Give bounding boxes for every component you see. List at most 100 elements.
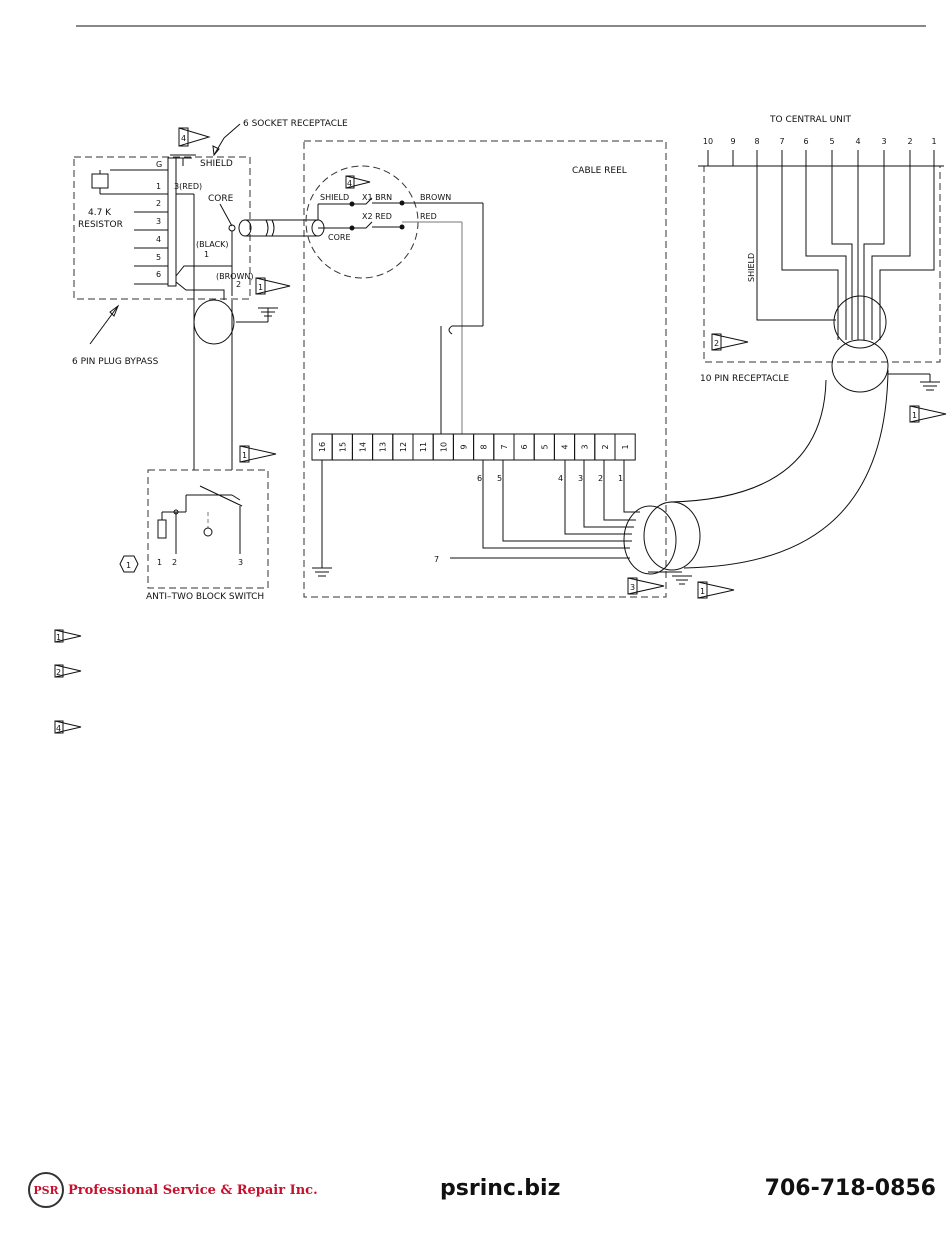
terminal-4: 4	[553, 433, 576, 461]
svg-text:8: 8	[754, 137, 759, 146]
anti-two-block-label: ANTI–TWO BLOCK SWITCH	[146, 592, 264, 602]
svg-text:2: 2	[907, 137, 912, 146]
switch-pin-1: 1	[157, 558, 162, 567]
svg-text:15: 15	[338, 442, 347, 452]
slip-ring	[305, 165, 419, 279]
svg-text:2: 2	[714, 339, 719, 348]
company-name: Professional Service & Repair Inc.	[68, 1182, 318, 1198]
note-flag-4-slipring: 4	[345, 175, 371, 189]
black-label: (BLACK)	[196, 240, 229, 249]
terminal-6: 6	[513, 433, 535, 461]
central-pin-row: 10 9 8 7 6 5 4 3 2 1	[703, 137, 937, 166]
svg-text:3: 3	[881, 137, 886, 146]
note-flag-1-socket: 1	[255, 277, 291, 295]
svg-text:1: 1	[931, 137, 936, 146]
svg-text:1: 1	[700, 587, 705, 596]
socket-receptacle-label: 6 SOCKET RECEPTACLE	[243, 119, 348, 129]
svg-text:1: 1	[912, 411, 917, 420]
central-pin-9: 9	[730, 137, 736, 166]
terminal-16: 16	[311, 433, 333, 461]
terminal-1: 1	[614, 433, 636, 461]
red-3-label: 3(RED)	[174, 182, 202, 191]
terminal-10: 10	[432, 433, 454, 461]
black-num-label: 1	[204, 250, 209, 259]
svg-text:8: 8	[480, 444, 489, 449]
phone-number: 706-718-0856	[764, 1176, 936, 1201]
terminal-7: 7	[493, 433, 515, 461]
interconnect-cable	[669, 379, 827, 503]
reel-wire-label: 3	[578, 474, 583, 483]
legend-flag-1: 1	[54, 629, 82, 643]
svg-text:4: 4	[855, 137, 860, 146]
svg-text:16: 16	[318, 442, 327, 452]
to-central-unit-label: TO CENTRAL UNIT	[769, 115, 852, 125]
svg-text:1: 1	[56, 633, 61, 642]
note-flag-4-socket: 4	[178, 127, 211, 147]
central-pin-3: 3	[881, 137, 887, 166]
svg-text:3: 3	[581, 444, 590, 449]
svg-text:1: 1	[126, 561, 131, 570]
svg-text:1: 1	[258, 283, 263, 292]
slip-core-label: CORE	[328, 233, 351, 242]
pin-4-label: 4	[156, 235, 161, 244]
reel-wire-label: 1	[618, 474, 623, 483]
svg-text:14: 14	[359, 442, 368, 452]
anti-two-block-box	[147, 469, 269, 589]
slip-shield-label: SHIELD	[320, 193, 349, 202]
psr-logo-mark: PSR	[28, 1172, 64, 1208]
svg-text:1: 1	[242, 451, 247, 460]
svg-text:7: 7	[500, 444, 509, 449]
central-pin-6: 6	[803, 137, 809, 166]
reel-exit-ferrite	[623, 505, 677, 575]
brown-label: BROWN	[420, 193, 451, 202]
terminal-12: 12	[392, 433, 414, 461]
central-pin-2: 2	[907, 137, 913, 166]
note-flag-2-receptacle: 2	[711, 333, 749, 351]
plug-bypass-box	[73, 156, 251, 300]
svg-text:4: 4	[347, 179, 352, 188]
svg-text:9: 9	[730, 137, 735, 146]
resistor-symbol	[91, 173, 109, 189]
svg-text:4: 4	[181, 134, 186, 143]
socket-core-label: CORE	[208, 194, 234, 204]
central-pin-4: 4	[855, 137, 861, 166]
central-pin-1: 1	[931, 137, 937, 166]
cable-reel-box	[303, 140, 667, 598]
legend-flag-4: 4	[54, 720, 82, 734]
legend-flag-2: 2	[54, 664, 82, 678]
terminal-15: 15	[331, 433, 353, 461]
note-flag-1-receptacle: 1	[909, 405, 947, 423]
pin-6-label: 6	[156, 270, 161, 279]
svg-text:7: 7	[779, 137, 784, 146]
svg-text:4: 4	[56, 724, 61, 733]
website-link[interactable]: psrinc.biz	[440, 1176, 561, 1201]
red-label: RED	[420, 212, 437, 221]
svg-text:5: 5	[829, 137, 834, 146]
x2-red-label: X2 RED	[362, 212, 392, 221]
central-pin-7: 7	[779, 137, 785, 166]
svg-text:1: 1	[621, 444, 630, 449]
reel-wire-label: 2	[598, 474, 603, 483]
terminal-9: 9	[452, 433, 475, 461]
terminal-2: 2	[594, 433, 616, 461]
switch-pin-3: 3	[238, 558, 243, 567]
cable-reel-label: CABLE REEL	[572, 166, 627, 176]
reel-wire-label: 4	[558, 474, 563, 483]
pin-1-label: 1	[156, 182, 161, 191]
company-logo: PSR Professional Service & Repair Inc.	[28, 1172, 318, 1208]
resistor-value-label: 4.7 K	[88, 208, 112, 218]
pin-column	[167, 157, 177, 287]
brown-paren-label: (BROWN)	[216, 272, 253, 281]
resistor-label: RESISTOR	[78, 220, 123, 230]
note-flag-3-reel: 3	[627, 577, 665, 595]
svg-text:6: 6	[520, 444, 529, 449]
receptacle-ferrite	[833, 295, 887, 349]
x1-brn-label: X1 BRN	[362, 193, 392, 202]
pin-3-label: 3	[156, 217, 161, 226]
plug-bypass-label: 6 PIN PLUG BYPASS	[72, 357, 159, 367]
receptacle-shield-label: SHIELD	[747, 253, 756, 282]
svg-text:10: 10	[703, 137, 713, 146]
svg-text:4: 4	[561, 444, 570, 449]
svg-text:10: 10	[439, 442, 448, 452]
